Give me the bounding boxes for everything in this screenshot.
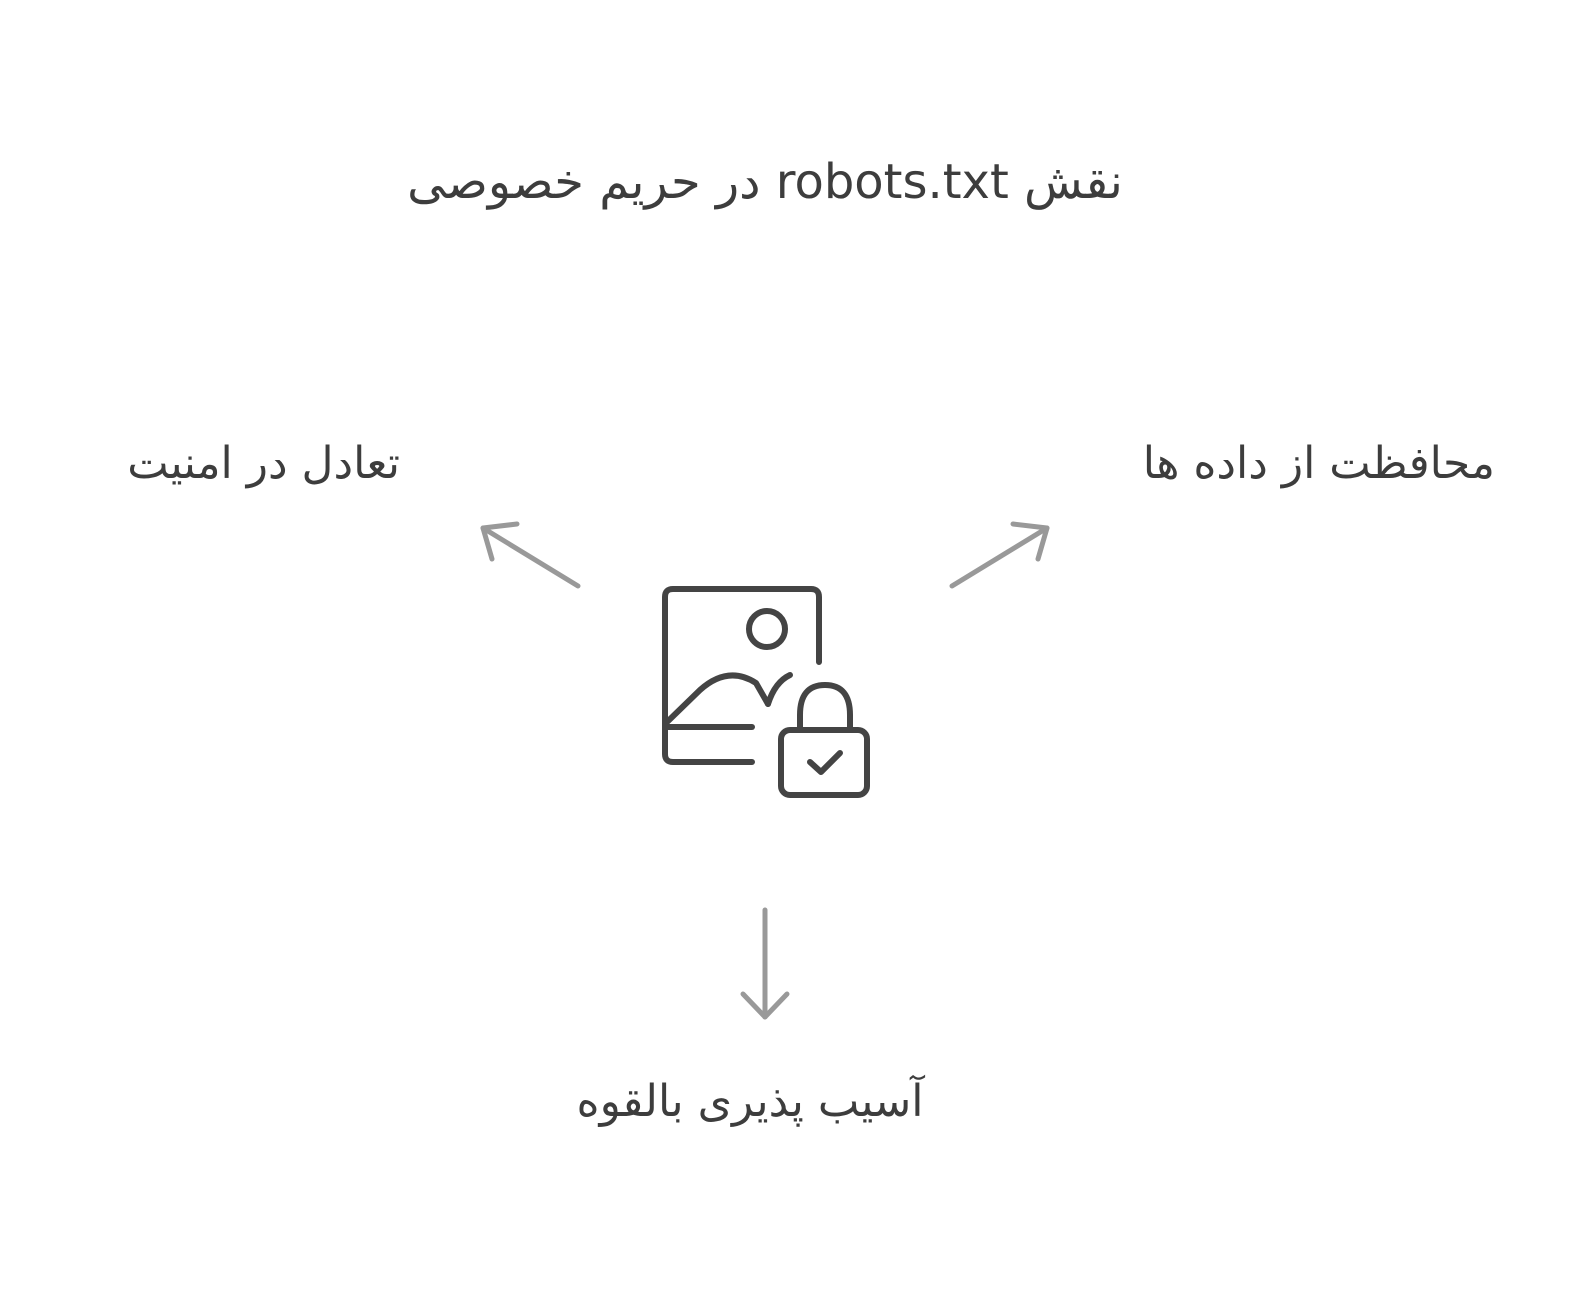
branch-label-security-balance: تعادل در امنیت xyxy=(127,438,400,489)
arrow-right xyxy=(949,521,1050,589)
branch-label-data-protection: محافظت از داده ها xyxy=(1142,438,1495,489)
arrow-left xyxy=(480,521,581,589)
branch-label-potential-vulnerability: آسیب پذیری بالقوه xyxy=(576,1076,924,1127)
image-lock-icon xyxy=(662,586,870,798)
diagram-title: نقش robots.txt در حریم خصوصی xyxy=(407,154,1123,210)
arrow-down xyxy=(740,907,790,1020)
